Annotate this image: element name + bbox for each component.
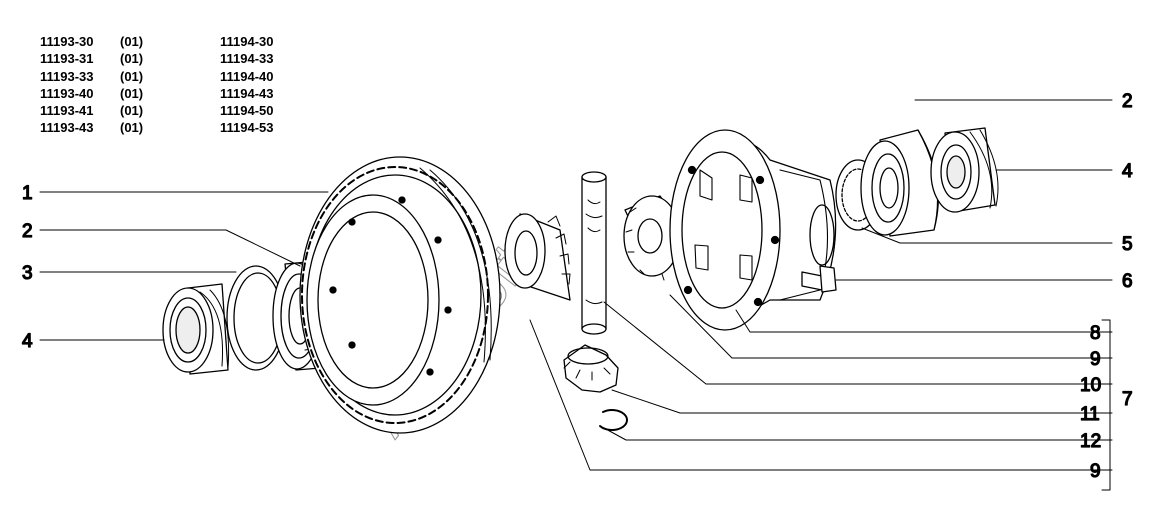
callout-label: 2 [22,221,33,242]
part-code: 11193-40 [40,85,94,101]
part-variant: (01) [120,68,144,84]
callout-label: 10 [1080,375,1101,396]
part-code-table: 11193-30 (01) 11194-30 11193-31 (01) 111… [40,33,340,137]
callout-label: 4 [22,331,33,352]
part-alt-code: 11194-53 [220,120,274,136]
part-alt-code: 11194-40 [220,68,274,84]
callout-label: 6 [1122,271,1133,292]
pinion-shaft [581,171,607,335]
part-code: 11193-31 [40,51,94,67]
callout-label: 9 [1090,461,1101,482]
part-variant: (01) [120,103,144,119]
callouts: 1 2 3 4 2 4 5 6 8 9 10 11 12 9 7 [21,90,1133,482]
differential-housing [669,129,837,331]
circlip [599,409,628,431]
part-code: 11193-30 [40,34,94,49]
callout-label: 4 [1122,161,1133,182]
part-code: 11193-41 [40,103,94,119]
part-variant: (01) [120,120,144,136]
callout-label: 2 [1122,91,1133,112]
right-tapered-bearing [860,129,939,237]
leader-lines [39,99,1113,491]
part-code: 11193-43 [40,120,94,136]
part-code: 11193-33 [40,68,94,84]
part-alt-code: 11194-33 [220,51,274,67]
callout-label: 5 [1122,234,1133,255]
ring-gear [299,156,501,434]
callout-label: 12 [1080,431,1101,452]
part-variant: (01) [120,34,144,49]
callout-group-label: 7 [1122,389,1133,410]
bolt [801,265,837,293]
part-alt-code: 11194-50 [220,103,274,119]
left-bearing [162,283,230,375]
callout-label: 11 [1080,404,1100,425]
part-variant: (01) [120,51,144,67]
part-variant: (01) [120,85,144,101]
callout-label: 1 [22,183,33,204]
callout-label: 3 [22,263,33,284]
callout-label: 8 [1090,323,1101,344]
right-bearing [930,127,999,213]
side-gear-left [504,213,571,301]
part-alt-code: 11194-43 [220,85,274,101]
part-alt-code: 11194-30 [220,34,274,49]
callout-label: 9 [1090,349,1101,370]
planet-gear-lower [563,344,619,393]
